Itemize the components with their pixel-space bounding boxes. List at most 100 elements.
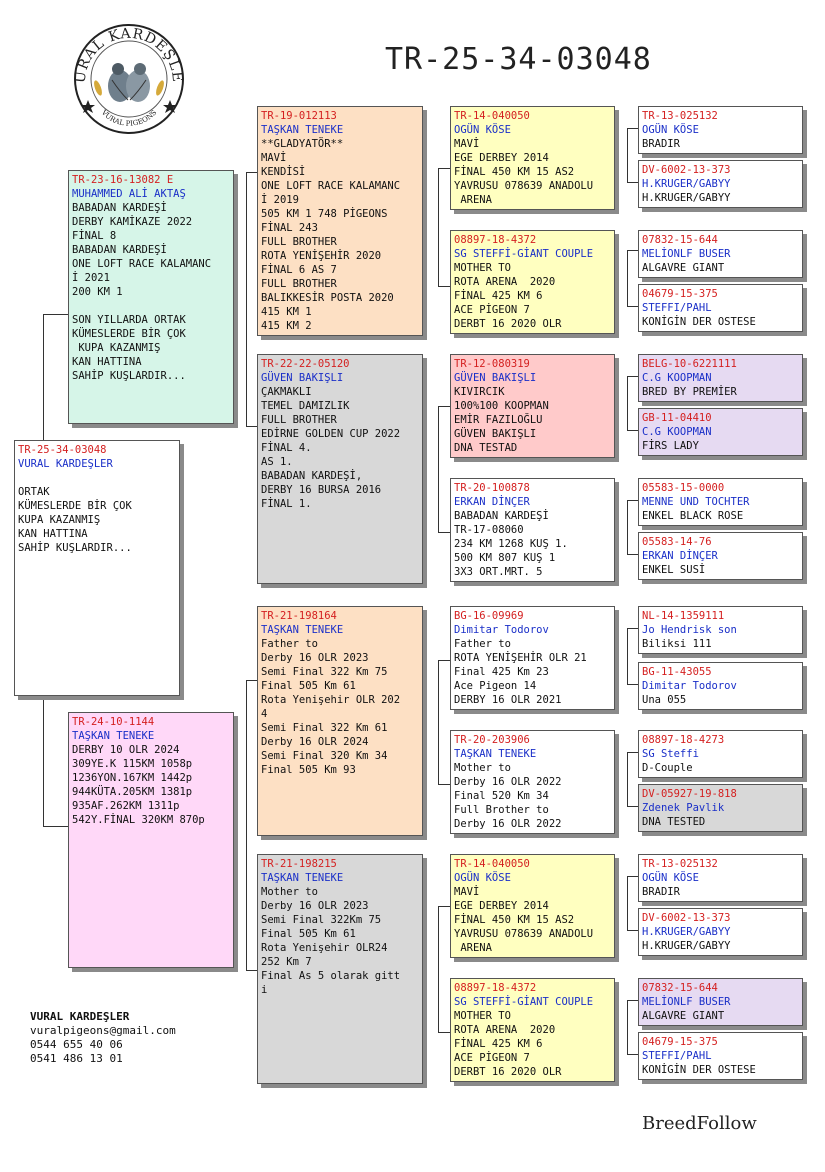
note-line: ACE PİGEON 7 bbox=[454, 1052, 530, 1064]
ring-number: TR-22-22-05120 bbox=[261, 358, 350, 370]
owner-name: SG STEFFİ-GİANT COUPLE bbox=[454, 996, 594, 1008]
note-line: 3X3 ORT.MRT. 5 bbox=[454, 566, 543, 578]
owner-name: TAŞKAN TENEKE bbox=[261, 624, 344, 636]
note-line: KUPA KAZANMIŞ bbox=[18, 514, 101, 526]
note-line: 100%100 KOOPMAN bbox=[454, 400, 549, 412]
note-line: ÇAKMAKLI bbox=[261, 386, 312, 398]
note-line: EDİRNE GOLDEN CUP 2022 bbox=[261, 428, 401, 440]
owner-name: OGÜN KÖSE bbox=[642, 872, 699, 884]
owner-name: STEFFI/PAHL bbox=[642, 1050, 712, 1062]
note-line: MAVİ bbox=[454, 886, 480, 898]
owner-name: TAŞKAN TENEKE bbox=[72, 730, 155, 742]
note-line: 200 KM 1 bbox=[72, 286, 123, 298]
owner-name: ERKAN DİNÇER bbox=[642, 550, 718, 562]
note-line: FİNAL 8 bbox=[72, 230, 117, 242]
ring-number: DV-6002-13-373 bbox=[642, 164, 731, 176]
note-line: ORTAK bbox=[18, 486, 50, 498]
note-line: FİNAL 6 AS 7 bbox=[261, 264, 337, 276]
note-line: Father to bbox=[261, 638, 318, 650]
owner-name: MENNE UND TOCHTER bbox=[642, 496, 750, 508]
note-line: Mother to bbox=[454, 762, 511, 774]
note-line: YAVRUSU 078639 ANADOLU bbox=[454, 180, 594, 192]
owner-name: OGÜN KÖSE bbox=[642, 124, 699, 136]
note-line: BABADAN KARDEŞİ bbox=[72, 202, 167, 214]
contact-phone-1[interactable]: 0544 655 40 06 bbox=[30, 1038, 123, 1051]
note-line: 505 KM 1 748 PİGEONS bbox=[261, 208, 388, 220]
ring-number: TR-12-080319 bbox=[454, 358, 530, 370]
ring-number: BG-11-43055 bbox=[642, 666, 712, 678]
note-line: ONE LOFT RACE KALAMANC bbox=[261, 180, 401, 192]
note-line: Rota Yenişehir OLR24 bbox=[261, 942, 388, 954]
note-line: Final 425 Km 23 bbox=[454, 666, 549, 678]
note-line: Semi Final 322 Km 61 bbox=[261, 722, 388, 734]
ring-number: 08897-18-4273 bbox=[642, 734, 725, 746]
note-line: FİNAL 425 KM 6 bbox=[454, 1038, 543, 1050]
note-line: Full Brother to bbox=[454, 804, 549, 816]
note-line: Una 055 bbox=[642, 694, 687, 706]
note-line: İ 2019 bbox=[261, 194, 299, 206]
note-line: KAN HATTINA bbox=[18, 528, 88, 540]
note-line: 309YE.K 115KM 1058p bbox=[72, 758, 193, 770]
ring-number: TR-13-025132 bbox=[642, 110, 718, 122]
contact-phone-2[interactable]: 0541 486 13 01 bbox=[30, 1052, 123, 1065]
note-line: BABADAN KARDEŞİ, bbox=[261, 470, 363, 482]
ring-number: TR-20-100878 bbox=[454, 482, 530, 494]
note-line: ACE PİGEON 7 bbox=[454, 304, 530, 316]
note-line: DNA TESTED bbox=[642, 816, 706, 828]
note-line: BRADIR bbox=[642, 138, 680, 150]
note-line: DERBY 16 OLR 2021 bbox=[454, 694, 562, 706]
note-line: Semi Final 322 Km 75 bbox=[261, 666, 388, 678]
ring-number: BELG-10-6221111 bbox=[642, 358, 737, 370]
note-line: Biliksi 111 bbox=[642, 638, 712, 650]
note-line: ROTA YENİŞEHİR 2020 bbox=[261, 250, 382, 262]
note-line: FULL BROTHER bbox=[261, 414, 337, 426]
note-line: ARENA bbox=[454, 942, 492, 954]
note-line: Derby 16 OLR 2023 bbox=[261, 900, 369, 912]
contact-email[interactable]: vuralpigeons@gmail.com bbox=[30, 1024, 176, 1037]
owner-name: OGÜN KÖSE bbox=[454, 872, 511, 884]
owner-name: MELİONLF BUSER bbox=[642, 248, 731, 260]
ring-number: TR-19-012113 bbox=[261, 110, 337, 122]
ring-number: GB-11-04410 bbox=[642, 412, 712, 424]
owner-name: TAŞKAN TENEKE bbox=[261, 872, 344, 884]
contact-block: VURAL KARDEŞLER vuralpigeons@gmail.com 0… bbox=[30, 1010, 176, 1066]
ring-number: BG-16-09969 bbox=[454, 610, 524, 622]
note-line: EGE DERBEY 2014 bbox=[454, 152, 549, 164]
note-line: FİNAL 243 bbox=[261, 222, 318, 234]
note-line: ROTA YENİŞEHİR OLR 21 bbox=[454, 652, 587, 664]
note-line: 542Y.FİNAL 320KM 870p bbox=[72, 814, 205, 826]
vural-kardesler-logo: VURAL KARDEŞLER VURAL PIGEONS bbox=[68, 22, 184, 134]
note-line: KENDİSİ bbox=[261, 166, 306, 178]
